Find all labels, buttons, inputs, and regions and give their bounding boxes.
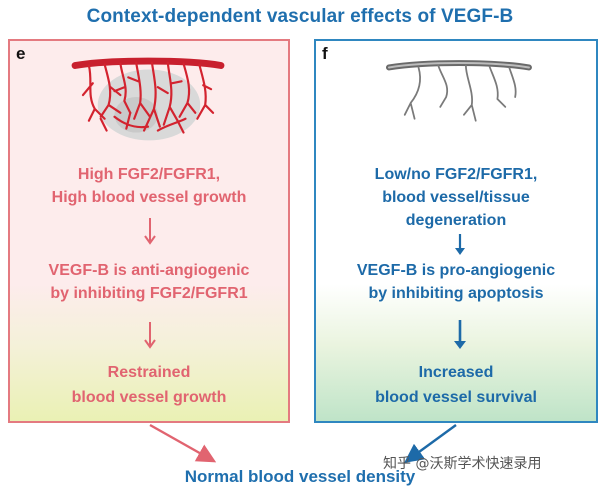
left-statement-3: Restrained blood vessel growth [10, 361, 288, 409]
left-statement-2: VEGF-B is anti-angiogenic by inhibiting … [10, 259, 288, 305]
angiogenic-vessel-illustration [71, 57, 225, 141]
panel-e: e High FGF2/FGFR1, High blood vessel gro… [8, 39, 290, 423]
right-line-6: Increased [418, 364, 494, 381]
panel-letter-e: e [16, 44, 26, 63]
right-line-2: blood vessel/tissue [382, 189, 530, 206]
left-arrow-down-2 [144, 322, 156, 349]
panel-f: f Low/no FGF2/FGFR1, blood vessel/tissue… [314, 39, 598, 423]
watermark: 知乎 @沃斯学术快速录用 [383, 456, 542, 472]
left-arrow-down-1 [144, 218, 156, 245]
right-line-3: degeneration [405, 212, 507, 229]
left-line-2: High blood vessel growth [51, 189, 247, 206]
right-line-4: VEGF-B is pro-angiogenic [356, 262, 556, 279]
left-converging-arrow [149, 423, 217, 463]
right-statement-1: Low/no FGF2/FGFR1, blood vessel/tissue d… [316, 163, 596, 232]
right-arrow-down-1 [455, 234, 465, 255]
right-line-7: blood vessel survival [375, 389, 537, 406]
figure-title: Context-dependent vascular effects of VE… [86, 6, 514, 27]
right-statement-3: Increased blood vessel survival [316, 361, 596, 409]
left-line-5: Restrained [107, 364, 191, 381]
right-arrow-down-2 [454, 320, 466, 349]
left-line-1: High FGF2/FGFR1, [77, 166, 221, 183]
left-line-3: VEGF-B is anti-angiogenic [48, 262, 250, 279]
left-line-4: by inhibiting FGF2/FGFR1 [50, 285, 248, 302]
left-line-6: blood vessel growth [71, 389, 227, 406]
outcome-label: Normal blood vessel density [184, 467, 416, 486]
right-line-1: Low/no FGF2/FGFR1, [374, 166, 538, 183]
right-statement-2: VEGF-B is pro-angiogenic by inhibiting a… [316, 259, 596, 305]
panel-letter-f: f [322, 44, 328, 63]
left-statement-1: High FGF2/FGFR1, High blood vessel growt… [10, 163, 288, 209]
right-line-5: by inhibiting apoptosis [368, 285, 544, 302]
degenerating-vessel-illustration [386, 60, 532, 122]
